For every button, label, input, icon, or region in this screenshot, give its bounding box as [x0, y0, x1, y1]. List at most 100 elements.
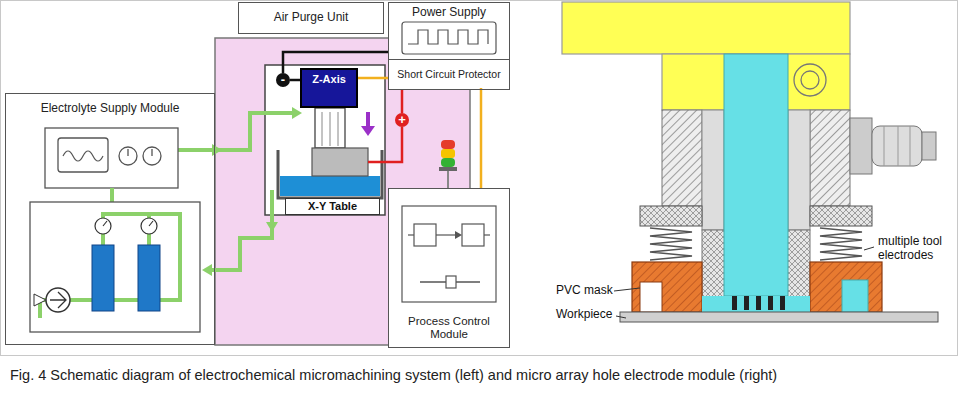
- illustration-part: [368, 127, 402, 162]
- illustration-part: [441, 140, 455, 149]
- illustration-part: [141, 218, 157, 234]
- illustration-part: [149, 221, 153, 226]
- axis-block: Z-Axis: [300, 68, 358, 108]
- illustration-part: [92, 245, 114, 311]
- illustration-part: [312, 148, 368, 176]
- illustration-part: [395, 113, 409, 127]
- illustration-part: [128, 149, 152, 156]
- illustration-part: [724, 54, 788, 296]
- illustration-part: [361, 126, 375, 136]
- illustration-part: [447, 170, 449, 188]
- unit-box: Air Purge Unit: [238, 2, 384, 34]
- polarity-sign: +: [395, 113, 409, 127]
- illustration-part: [702, 296, 810, 312]
- node-text: Z-Axis: [312, 73, 346, 86]
- illustration-part: [178, 113, 292, 150]
- part-label: PVC mask: [556, 283, 613, 297]
- illustration-part: [322, 112, 338, 146]
- part-label: Workpiece: [556, 307, 612, 321]
- illustration-part: [388, 188, 510, 348]
- illustration-part: [436, 234, 456, 235]
- illustration-part: [34, 294, 46, 306]
- illustration-part: [820, 228, 862, 260]
- illustration-part: [864, 247, 874, 250]
- protector-section: Short Circuit Protector: [389, 59, 509, 88]
- illustration-part: [650, 228, 692, 260]
- illustration-part: [290, 79, 300, 82]
- illustration-part: [810, 110, 850, 206]
- polarity-sign: -: [276, 73, 290, 87]
- illustration-part: [110, 188, 114, 202]
- illustration-part: [922, 132, 936, 160]
- illustration-part: [1, 1, 958, 356]
- illustration-part: [441, 158, 455, 167]
- illustration-part: [884, 126, 910, 166]
- node-text: X-Y Table: [308, 200, 357, 213]
- illustration-part: [292, 107, 302, 119]
- illustration-part: [414, 224, 436, 246]
- node-text: Short Circuit Protector: [397, 68, 500, 80]
- illustration-part: [439, 167, 457, 171]
- wire-connector: [480, 88, 483, 188]
- illustration-part: [401, 90, 404, 113]
- illustration-part: [45, 128, 178, 188]
- illustration-part: [562, 2, 850, 54]
- illustration-part: [732, 296, 737, 310]
- illustration-part: [202, 264, 212, 276]
- illustration-part: [366, 112, 370, 128]
- table-bar: X-Y Table: [285, 198, 380, 215]
- illustration-part: [702, 110, 724, 230]
- illustration-part: [780, 296, 785, 310]
- illustration-part: [768, 296, 773, 310]
- illustration-part: [484, 234, 490, 235]
- illustration-part: [640, 282, 662, 312]
- illustration-part: [266, 222, 278, 232]
- illustration-part: [46, 288, 70, 312]
- wire-connector: [358, 77, 389, 80]
- illustration-part: [103, 221, 107, 226]
- illustration-part: [872, 126, 922, 166]
- illustration-part: [280, 176, 380, 196]
- illustration-part: [756, 296, 761, 310]
- illustration-part: [794, 64, 826, 96]
- illustration-part: [408, 30, 488, 44]
- control-box: Process Control Module: [388, 188, 510, 348]
- illustration-part: [402, 206, 496, 302]
- illustration-part: [810, 262, 882, 312]
- illustration-part: [210, 190, 272, 270]
- illustration-part: [388, 2, 510, 90]
- illustration-part: [265, 65, 385, 215]
- illustration-part: [212, 144, 222, 156]
- illustration-part: [810, 206, 872, 226]
- node-text: Process Control Module: [393, 315, 505, 341]
- illustration-part: [744, 296, 749, 310]
- illustration-part: [842, 280, 868, 312]
- illustration-part: [788, 110, 810, 230]
- illustration-part: [63, 151, 103, 161]
- illustration-part: [402, 22, 496, 54]
- illustration-part: [455, 231, 462, 239]
- module-box: Electrolyte Supply Module: [5, 93, 215, 345]
- illustration-part: [441, 149, 455, 158]
- illustration-part: [50, 292, 66, 308]
- illustration-part: [850, 118, 872, 174]
- illustration-part: [462, 224, 484, 246]
- illustration-part: [662, 110, 702, 206]
- figure-caption: Fig. 4 Schematic diagram of electrochemi…: [10, 366, 948, 385]
- node-text: Power Supply: [412, 6, 486, 20]
- illustration-part: [138, 245, 160, 311]
- illustration-part: [614, 288, 640, 291]
- illustration-part: [276, 73, 290, 87]
- illustration-part: [70, 214, 180, 300]
- illustration-part: [620, 312, 938, 322]
- illustration-part: [95, 218, 111, 234]
- illustration-part: [446, 276, 456, 288]
- illustration-part: [640, 206, 702, 226]
- illustration-part: [616, 316, 626, 318]
- illustration-part: [58, 138, 108, 172]
- power-box: Power SupplyShort Circuit Protector: [388, 2, 510, 90]
- illustration-part: [30, 202, 200, 332]
- illustration-part: [315, 108, 345, 148]
